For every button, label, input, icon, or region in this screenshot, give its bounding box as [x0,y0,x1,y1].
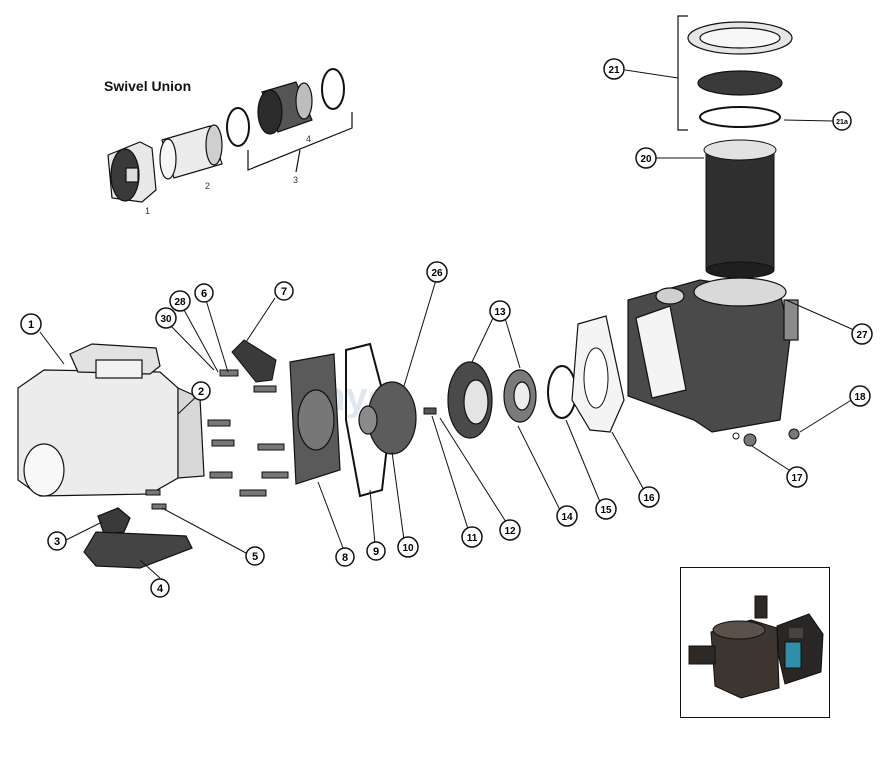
strainer-basket [703,139,777,279]
svg-text:17: 17 [791,473,803,484]
callout-21a: 21a [832,111,852,131]
svg-text:11: 11 [467,533,478,544]
strainer-lid [687,21,793,128]
callout-13: 13 [489,300,511,322]
svg-text:1: 1 [28,319,34,331]
callout-4: 4 [150,578,170,598]
callouts: 1 2 3 4 5 6 7 8 9 10 11 12 13 14 15 16 1… [20,58,873,598]
callout-17: 17 [786,466,808,488]
union-label-3: 3 [293,175,298,185]
gasket-9 [345,342,392,498]
svg-text:8: 8 [342,552,348,564]
svg-text:26: 26 [431,268,443,279]
svg-text:4: 4 [157,583,164,595]
svg-text:7: 7 [281,286,287,298]
callout-1: 1 [20,313,42,335]
svg-text:10: 10 [402,543,414,554]
svg-text:13: 13 [494,307,506,318]
svg-text:3: 3 [54,536,60,548]
svg-text:21: 21 [608,65,620,76]
swivel-union-parts [107,68,353,203]
union-label-2: 2 [205,181,210,191]
svg-text:16: 16 [643,493,655,504]
motor-base [83,507,193,569]
union-label-4: 4 [306,134,311,144]
callout-21: 21 [603,58,625,80]
svg-text:30: 30 [160,314,172,325]
svg-text:9: 9 [373,546,379,558]
callout-16: 16 [638,486,660,508]
seal-plate [289,353,341,485]
callout-11: 11 [461,526,483,548]
svg-text:2: 2 [198,386,204,398]
callout-18: 18 [849,385,871,407]
callout-26: 26 [426,261,448,283]
svg-text:27: 27 [856,330,868,341]
callout-9: 9 [366,541,386,561]
fasteners [145,369,289,510]
svg-text:14: 14 [561,512,573,523]
callout-6: 6 [194,283,214,303]
callout-12: 12 [499,519,521,541]
part-7-bracket [231,339,277,383]
o-ring-15 [547,365,577,419]
callout-7: 7 [274,281,294,301]
diffuser [447,361,537,439]
drain-plug [743,433,757,447]
callout-14: 14 [556,505,578,527]
svg-text:20: 20 [640,154,652,165]
svg-text:28: 28 [174,297,186,308]
svg-text:12: 12 [504,526,516,537]
callout-15: 15 [595,498,617,520]
callout-27: 27 [851,323,873,345]
callout-3: 3 [47,531,67,551]
product-photo-inset [680,567,830,718]
leader-lines [39,69,855,579]
callout-30: 30 [155,307,177,329]
callout-5: 5 [245,546,265,566]
pump-housing [627,277,799,433]
callout-8: 8 [335,547,355,567]
svg-text:15: 15 [600,505,612,516]
callout-28: 28 [169,290,191,312]
svg-text:5: 5 [252,551,258,563]
impeller-screw [423,407,437,415]
svg-text:18: 18 [854,392,866,403]
svg-text:21a: 21a [836,119,848,126]
swivel-union-title: Swivel Union [104,78,192,94]
pump-photo [681,568,828,716]
callout-10: 10 [397,536,419,558]
callout-2: 2 [191,381,211,401]
union-label-1: 1 [145,206,150,216]
callout-20: 20 [635,147,657,169]
motor [17,343,205,497]
svg-text:6: 6 [201,288,207,300]
